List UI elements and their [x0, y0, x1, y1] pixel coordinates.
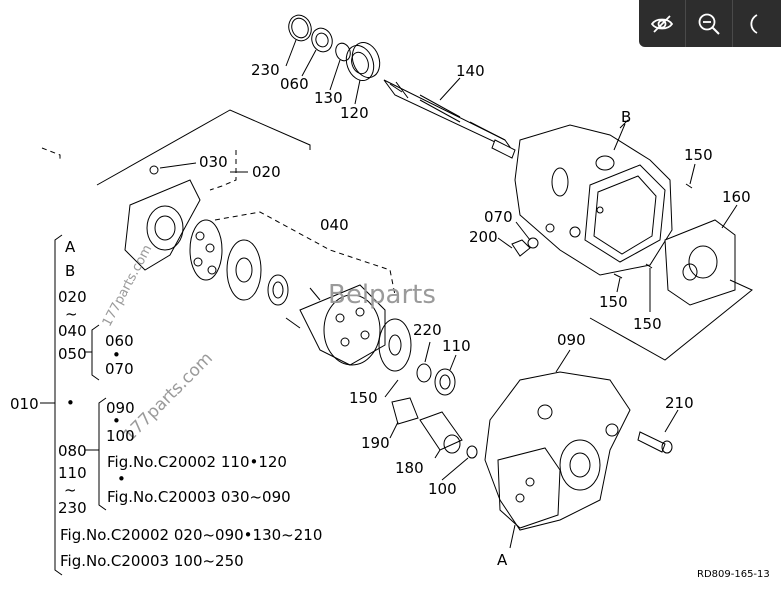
legend-230: 230 [58, 499, 87, 517]
bolt-210 [637, 431, 673, 454]
bearing-110 [434, 368, 456, 396]
part-label-060: 060 [280, 75, 309, 93]
part-label-120: 120 [340, 104, 369, 122]
cover-160 [664, 219, 736, 306]
part-label-180: 180 [395, 459, 424, 477]
hide-icon [650, 14, 674, 33]
legend-070: 070 [105, 360, 134, 378]
part-label-150-mid: 150 [599, 293, 628, 311]
legend-110: 110 [58, 464, 87, 482]
swash-plate-030 [124, 165, 201, 271]
legend-dot-3: • [112, 412, 121, 430]
part-label-210: 210 [665, 394, 694, 412]
zoom-out-button[interactable] [686, 0, 733, 47]
oring-100 [466, 445, 478, 459]
plate-dashed-040 [214, 211, 396, 296]
part-label-a-body: A [497, 551, 508, 569]
part-label-070: 070 [484, 208, 513, 226]
part-label-190: 190 [361, 434, 390, 452]
legend-a: A [65, 238, 76, 256]
part-label-040: 040 [320, 216, 349, 234]
leader-lines [159, 39, 738, 549]
legend-brackets [40, 147, 248, 576]
legend-010: 010 [10, 395, 39, 413]
legend-tilde-1: ~ [65, 305, 78, 323]
sleeve-190 [391, 397, 419, 425]
part-label-150-lower: 150 [349, 389, 378, 407]
pump-housing-b [514, 124, 673, 276]
part-label-230: 230 [251, 61, 280, 79]
part-label-160: 160 [722, 188, 751, 206]
legend-fig-1: Fig.No.C20002 110•120 [107, 453, 287, 471]
part-label-150-right: 150 [633, 315, 662, 333]
part-label-110: 110 [442, 337, 471, 355]
part-label-b-housing: B [621, 108, 631, 126]
reference-code: RD809-165-13 [697, 569, 770, 580]
valve-plate [226, 239, 262, 301]
legend-fig-4: Fig.No.C20003 100~250 [60, 552, 244, 570]
legend-040: 040 [58, 322, 87, 340]
zoom-out-icon [698, 13, 720, 35]
legend-dot-1: • [112, 346, 121, 364]
legend-dot-4: • [117, 470, 126, 488]
part-label-100: 100 [428, 480, 457, 498]
legend-080: 080 [58, 442, 87, 460]
part-label-020: 020 [252, 163, 281, 181]
legend-dot-2: • [66, 394, 75, 412]
legend-050: 050 [58, 345, 87, 363]
plug-200 [511, 237, 539, 257]
part-label-220: 220 [413, 321, 442, 339]
legend-fig-2: Fig.No.C20003 030~090 [107, 488, 291, 506]
part-label-140: 140 [456, 62, 485, 80]
part-label-200: 200 [469, 228, 498, 246]
viewer-toolbar [639, 0, 781, 47]
cylinder-block [285, 284, 386, 366]
ring-130 [335, 42, 351, 62]
legend-060: 060 [105, 332, 134, 350]
legend-100: 100 [106, 427, 135, 445]
part-label-030: 030 [199, 153, 228, 171]
part-label-130: 130 [314, 89, 343, 107]
partial-icon [750, 13, 758, 34]
retainer-plate [189, 219, 223, 281]
seal-060 [311, 27, 333, 53]
hide-button[interactable] [639, 0, 686, 47]
piston-180 [419, 411, 463, 454]
site-watermark-1: 177parts.com [100, 243, 156, 330]
spacer-220 [416, 363, 432, 383]
thrust-washer [378, 318, 412, 372]
part-label-150-top: 150 [684, 146, 713, 164]
legend-090: 090 [106, 399, 135, 417]
shaft-140 [383, 79, 516, 159]
more-button[interactable] [733, 0, 779, 47]
spring-washer [267, 274, 289, 306]
pin-150 [613, 183, 693, 279]
valve-body-090 [484, 371, 631, 531]
kit-boundary-upper [96, 109, 753, 361]
legend-fig-3: Fig.No.C20002 020~090•130~210 [60, 526, 322, 544]
snap-ring-230 [288, 14, 312, 42]
part-label-090: 090 [557, 331, 586, 349]
legend-tilde-2: ~ [64, 481, 77, 499]
legend-020: 020 [58, 288, 87, 306]
legend-b: B [65, 262, 75, 280]
brand-watermark: Belparts [328, 280, 436, 310]
bearing-120 [345, 42, 381, 81]
